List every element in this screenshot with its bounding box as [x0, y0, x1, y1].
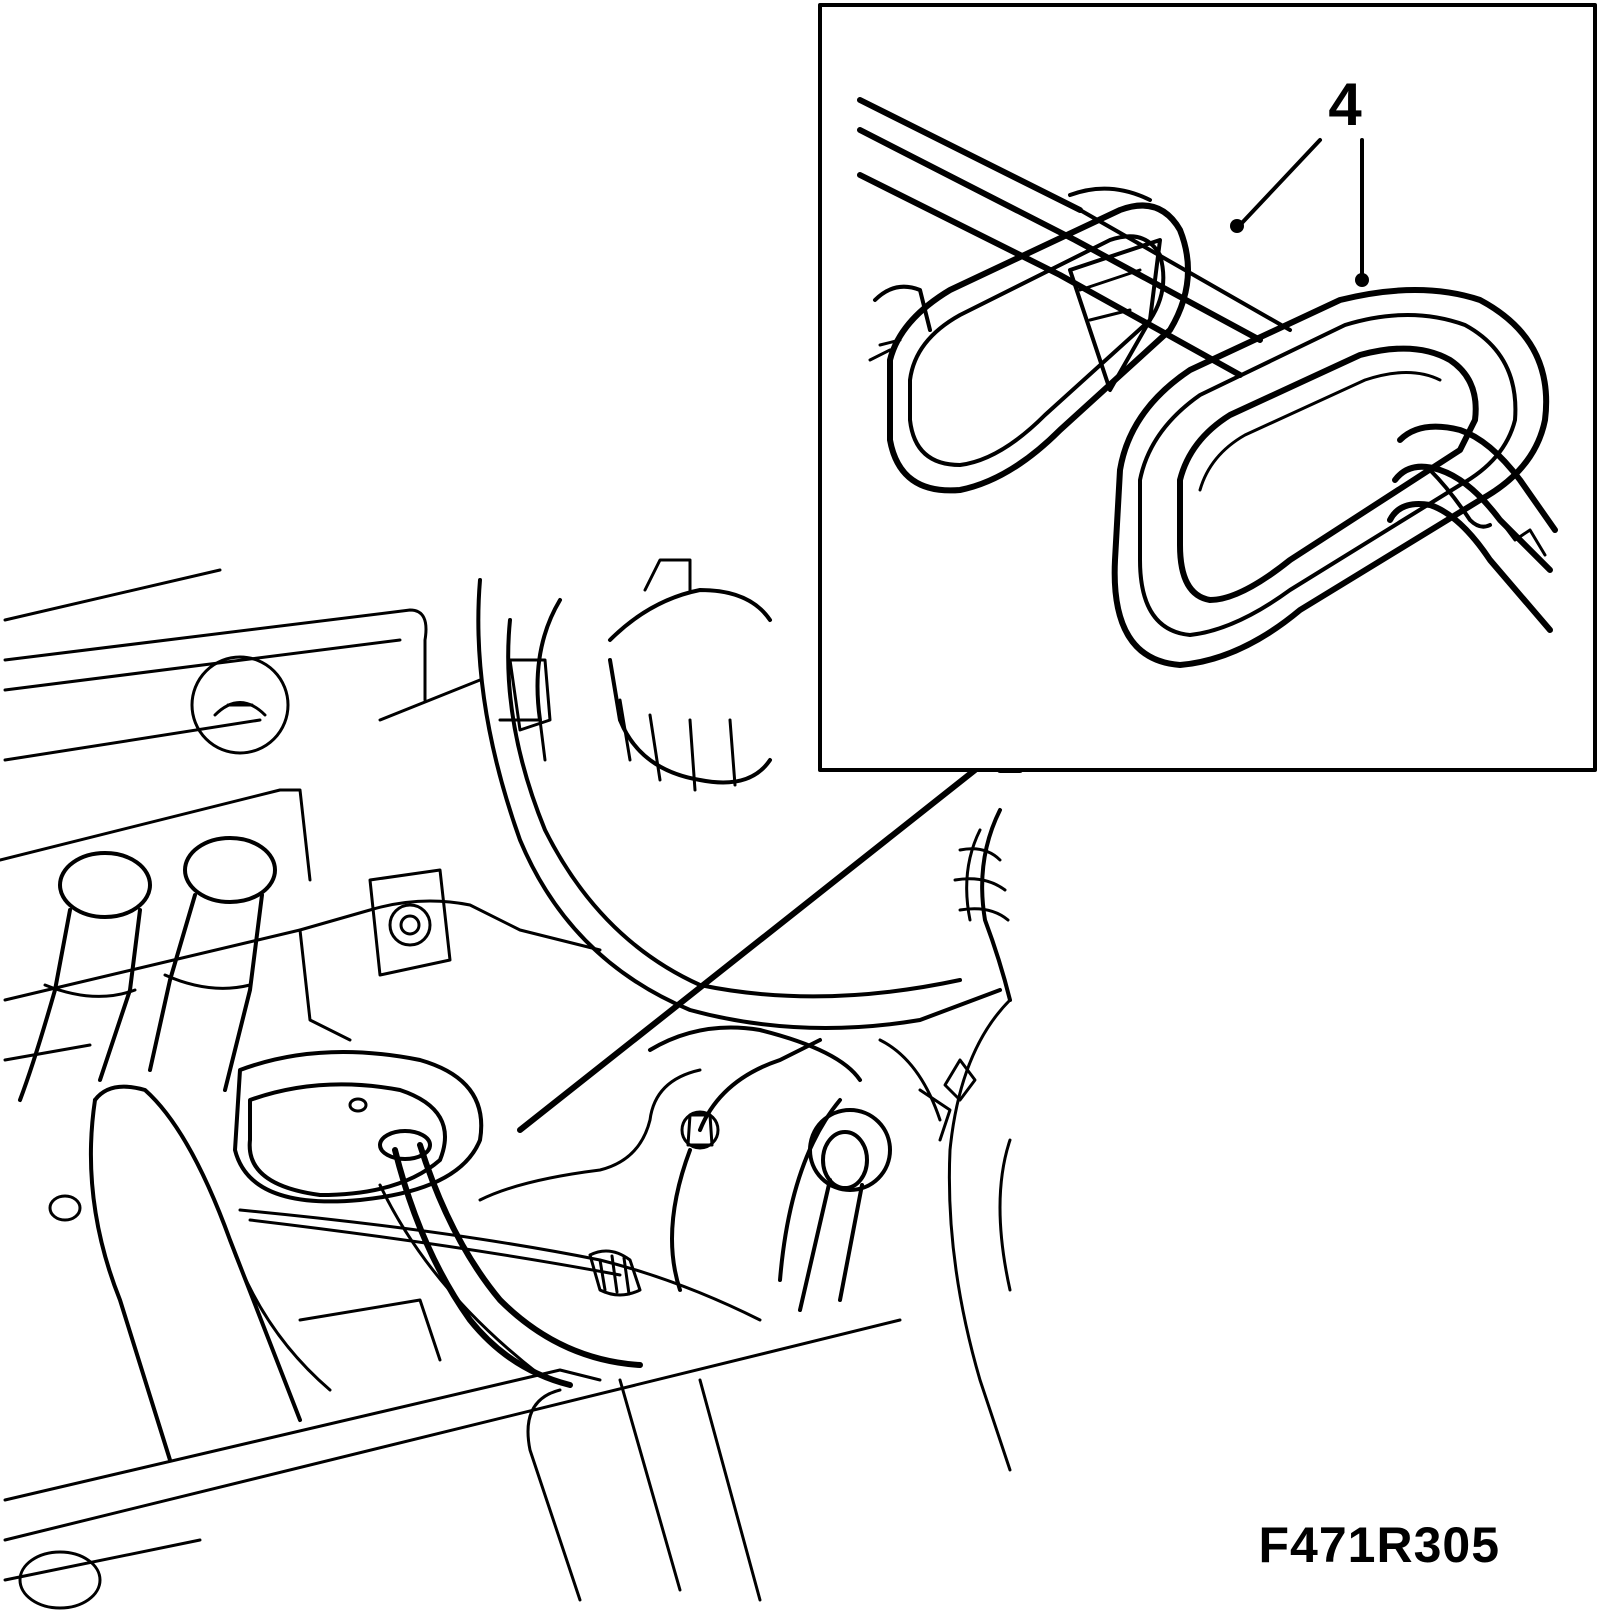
- wing-nut-icon: [190, 655, 290, 755]
- callout-number: 4: [1328, 71, 1362, 138]
- detail-inset: 4: [818, 3, 1597, 772]
- bulkhead-grommet: [233, 1050, 484, 1204]
- figure-code: F471R305: [1258, 1517, 1500, 1573]
- center-bolt-icon: [680, 1110, 720, 1150]
- heater-hoses: [18, 836, 277, 1102]
- bolt-icon: [388, 903, 432, 947]
- coolant-reservoir: [476, 558, 1002, 1030]
- wiring-harness: [238, 1129, 762, 1388]
- engine-bay-scene: [0, 558, 1012, 1610]
- grommet-front: [1111, 287, 1550, 668]
- grommet-rear: [868, 186, 1191, 494]
- detail-leader-line: [517, 767, 978, 1133]
